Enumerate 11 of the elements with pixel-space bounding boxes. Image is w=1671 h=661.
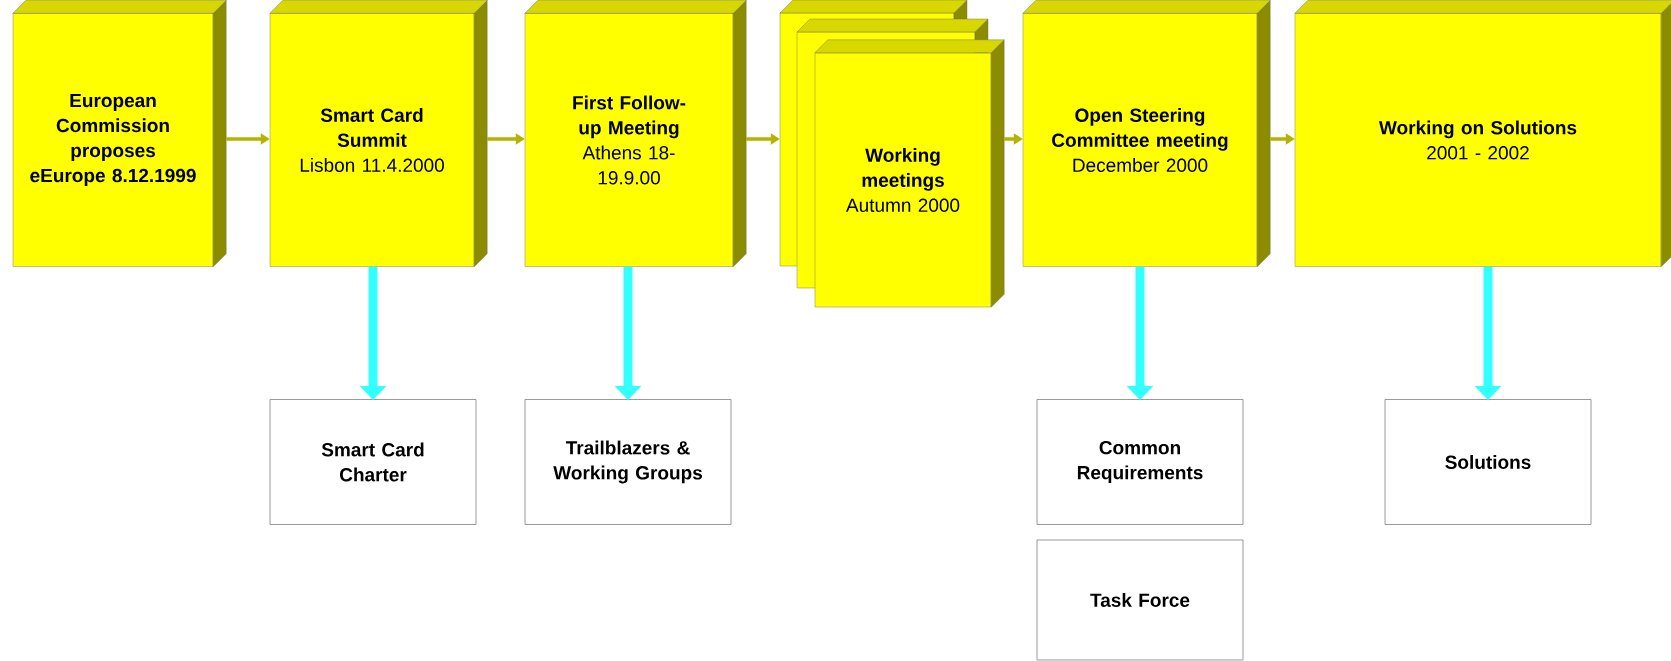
result-box: Smart Card Charter bbox=[269, 399, 477, 525]
result-box: Common Requirements bbox=[1036, 399, 1244, 525]
process-box: Working on Solutions 2001 - 2002 bbox=[1294, 0, 1671, 267]
result-box: Solutions bbox=[1384, 399, 1592, 525]
result-box: Task Force bbox=[1036, 539, 1244, 661]
process-box: Smart Card Summit Lisbon 11.4.2000 bbox=[269, 0, 488, 267]
result-box: Trailblazers & Working Groups bbox=[524, 399, 732, 525]
process-box: First Follow-up Meeting Athens 18-19.9.00 bbox=[524, 0, 747, 267]
process-box: Open Steering Committee meeting December 2000 bbox=[1022, 0, 1271, 267]
stacked-boxes: Working meetings Autumn 2000 bbox=[779, 0, 1005, 308]
process-box: European Commission proposes eEurope 8.12.1999 bbox=[12, 0, 227, 267]
